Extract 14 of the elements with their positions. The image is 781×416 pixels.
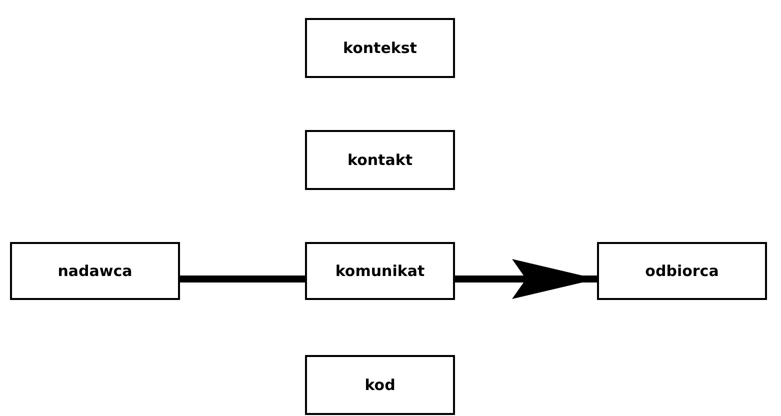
- box-label: kontekst: [343, 39, 417, 57]
- box-label: kod: [364, 376, 396, 394]
- process-box: [305, 355, 455, 415]
- connector-line: [180, 276, 305, 282]
- process-box: [597, 242, 767, 300]
- box-label: komunikat: [335, 262, 425, 280]
- process-box: [305, 18, 455, 78]
- box-label: nadawca: [58, 262, 132, 280]
- process-box: [305, 130, 455, 190]
- arrow: [455, 259, 597, 299]
- box-label: odbiorca: [645, 262, 719, 280]
- process-box: [305, 242, 455, 300]
- process-box: [10, 242, 180, 300]
- box-label: kontakt: [348, 151, 412, 169]
